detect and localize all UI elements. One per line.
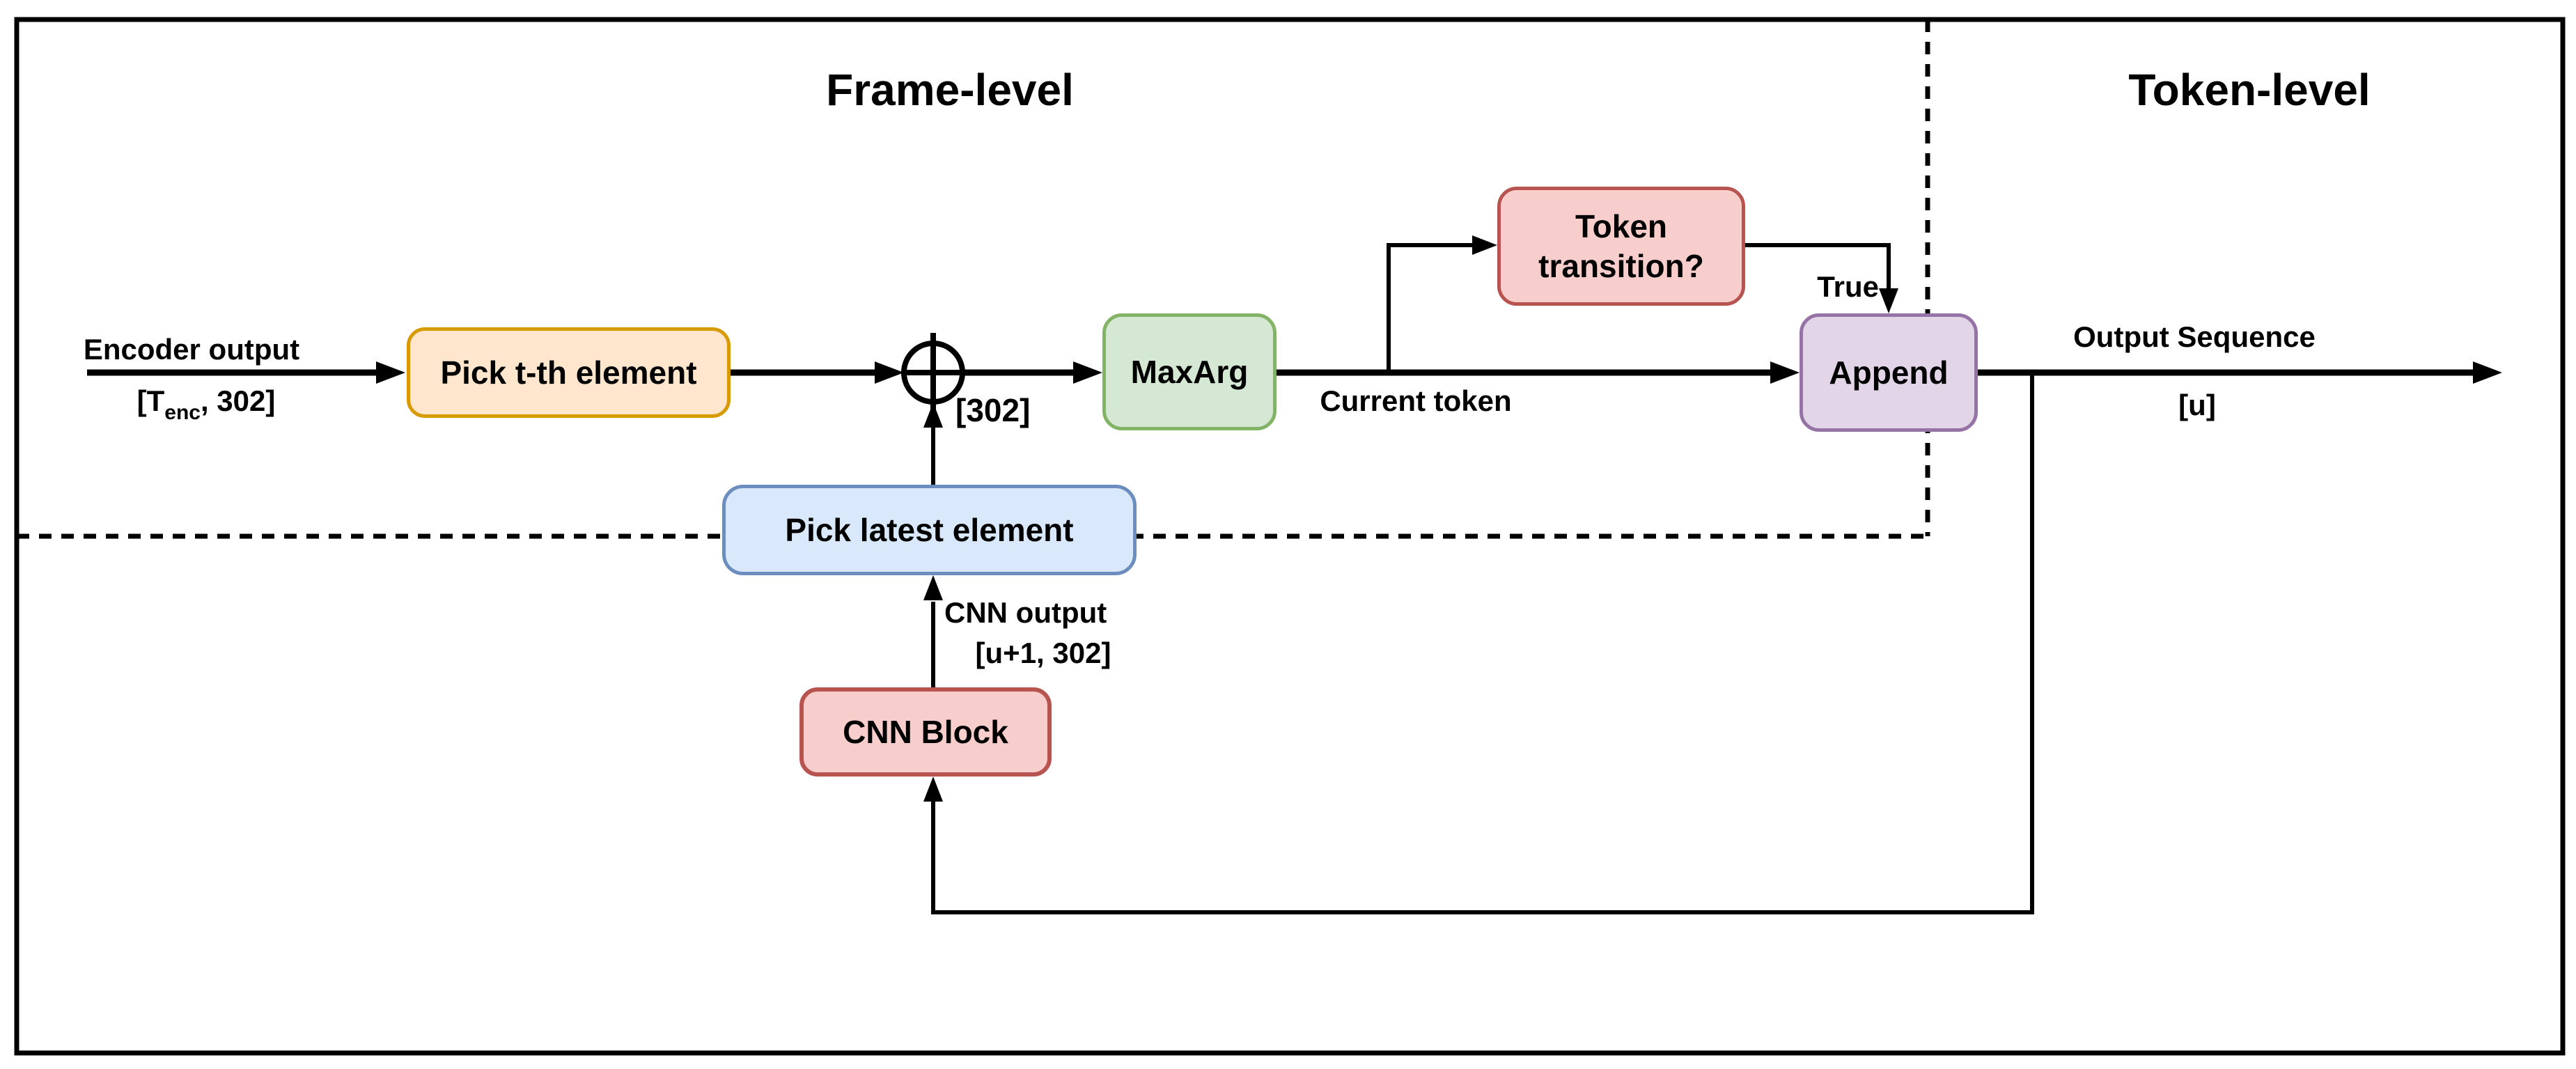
pick-latest-element-node: Pick latest element xyxy=(722,485,1137,575)
sum-output-shape-label: [302] xyxy=(955,392,1031,428)
sum-to-maxarg-head xyxy=(1073,361,1102,384)
pick-latest-to-sum-head xyxy=(923,403,943,428)
output-sequence-head xyxy=(2473,361,2502,384)
circle-plus-icon xyxy=(901,333,965,412)
feedback-line xyxy=(931,373,2034,914)
current-token-label: Current token xyxy=(1320,384,1512,417)
cnn-output-shape-label: [u+1, 302] xyxy=(975,637,1111,669)
feedback-head xyxy=(923,777,943,802)
cnn-block-node: CNN Block xyxy=(799,687,1052,777)
branch-to-token-transition-head xyxy=(1472,235,1497,255)
encoder-shape-label: [Tenc, 302] xyxy=(67,384,345,424)
encoder-arrow-head xyxy=(376,361,405,384)
append-label: Append xyxy=(1829,354,1949,391)
output-sequence-label: Output Sequence xyxy=(2073,320,2316,353)
flow-arrows xyxy=(87,235,2502,914)
encoder-output-label: Encoder output xyxy=(83,333,300,366)
cnn-output-label: CNN output xyxy=(944,596,1107,629)
append-node: Append xyxy=(1800,313,1978,432)
true-branch-label: True xyxy=(1817,270,1879,303)
maxarg-to-append-head xyxy=(1770,361,1800,384)
cnn-to-pick-latest-head xyxy=(923,575,943,600)
token-transition-label: Token transition? xyxy=(1538,208,1704,284)
maxarg-node: MaxArg xyxy=(1102,313,1277,430)
pick-to-sum-head xyxy=(875,361,904,384)
branch-to-token-transition-line xyxy=(1387,243,1472,373)
cnn-block-label: CNN Block xyxy=(843,713,1008,750)
encoder-shape-subscript: enc xyxy=(164,401,201,424)
pick-tth-element-label: Pick t-th element xyxy=(440,354,697,391)
outer-border xyxy=(14,17,2566,1056)
token-transition-to-append-line xyxy=(1745,243,1891,290)
frame-level-title: Frame-level xyxy=(826,65,1074,115)
token-transition-to-append-head xyxy=(1879,288,1898,313)
encoder-shape-suffix: , 302] xyxy=(200,384,276,417)
pick-tth-element-node: Pick t-th element xyxy=(407,327,731,418)
encoder-shape-prefix: [T xyxy=(136,384,165,417)
pick-latest-element-label: Pick latest element xyxy=(785,511,1074,548)
token-level-title: Token-level xyxy=(2128,65,2371,115)
maxarg-label: MaxArg xyxy=(1130,353,1249,390)
output-shape-label: [u] xyxy=(2178,389,2216,421)
token-transition-node: Token transition? xyxy=(1497,187,1745,306)
